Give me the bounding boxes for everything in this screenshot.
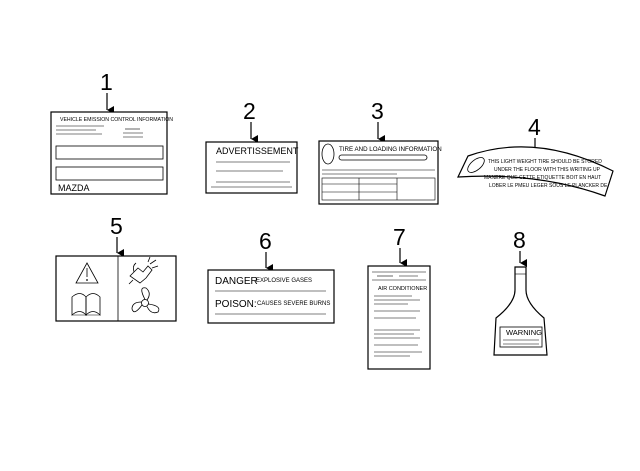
part-1-emission-label[interactable]: 1 VEHICLE EMISSION CONTROL INFORMATION M… <box>50 69 173 195</box>
callout-5: 5 <box>110 213 123 239</box>
part-5-pictogram-label[interactable]: 5 <box>55 213 177 322</box>
emission-label-outline <box>50 111 168 195</box>
warning-title: WARNING <box>506 328 542 337</box>
manual-book-icon <box>71 293 101 317</box>
spare-tire-line-1: THIS LIGHT WEIGHT TIRE SHOULD BE STORED <box>488 159 602 165</box>
air-conditioner-label-outline <box>367 265 431 370</box>
fan-icon <box>131 287 160 314</box>
spare-tire-line-4: LOBER LE PMEU LEGER SOUS LE PLANCKER DE <box>489 183 608 189</box>
callout-6: 6 <box>259 228 272 254</box>
callout-8: 8 <box>513 227 526 253</box>
part-4-spare-tire-label[interactable]: 4 THIS LIGHT WEIGHT TIRE SHOULD BE STORE… <box>457 114 614 197</box>
part-8-warning-tag-label[interactable]: 8 WARNING <box>493 227 548 356</box>
spare-tire-label-outline <box>457 146 614 197</box>
tire-loading-title: TIRE AND LOADING INFORMATION <box>339 146 442 153</box>
callout-1: 1 <box>100 69 113 95</box>
spare-tire-icon <box>467 157 485 173</box>
emission-title: VEHICLE EMISSION CONTROL INFORMATION <box>60 117 173 123</box>
tire-label-outline <box>318 140 439 205</box>
advertissement-title: ADVERTISSEMENT <box>216 146 299 156</box>
part-3-tire-loading-label[interactable]: 3 TIRE AND LOADING INFORMATION <box>318 98 442 205</box>
poison-word: POISON: <box>215 299 257 310</box>
callout-2: 2 <box>243 98 256 124</box>
danger-word: DANGER <box>215 276 258 287</box>
emission-brand: MAZDA <box>58 183 90 193</box>
danger-text: EXPLOSIVE GASES <box>256 278 312 284</box>
hand-hazard-icon <box>128 256 159 285</box>
part-2-advertissement-label[interactable]: 2 ADVERTISSEMENT <box>205 98 299 194</box>
air-conditioner-title: AIR CONDITIONER <box>378 286 427 292</box>
callout-3: 3 <box>371 98 384 124</box>
tire-logo-icon <box>321 143 335 165</box>
spare-tire-line-2: UNDER THE FLOOR WITH THIS WRITING UP <box>494 167 601 173</box>
part-7-air-conditioner-label[interactable]: 7 AIR CONDITIONER <box>367 224 431 370</box>
poison-text: CAUSES SEVERE BURNS <box>257 301 330 307</box>
warning-tag-outline <box>493 266 548 356</box>
part-6-danger-poison-label[interactable]: 6 DANGER EXPLOSIVE GASES POISON: CAUSES … <box>207 228 335 324</box>
advertissement-label-outline <box>205 141 298 194</box>
spare-tire-line-3: MANERE QUE CETTE ETIQUETTE BOIT EN HAUT <box>484 175 601 181</box>
callout-7: 7 <box>393 224 406 250</box>
callout-4: 4 <box>528 114 541 140</box>
warning-triangle-icon <box>75 262 99 284</box>
